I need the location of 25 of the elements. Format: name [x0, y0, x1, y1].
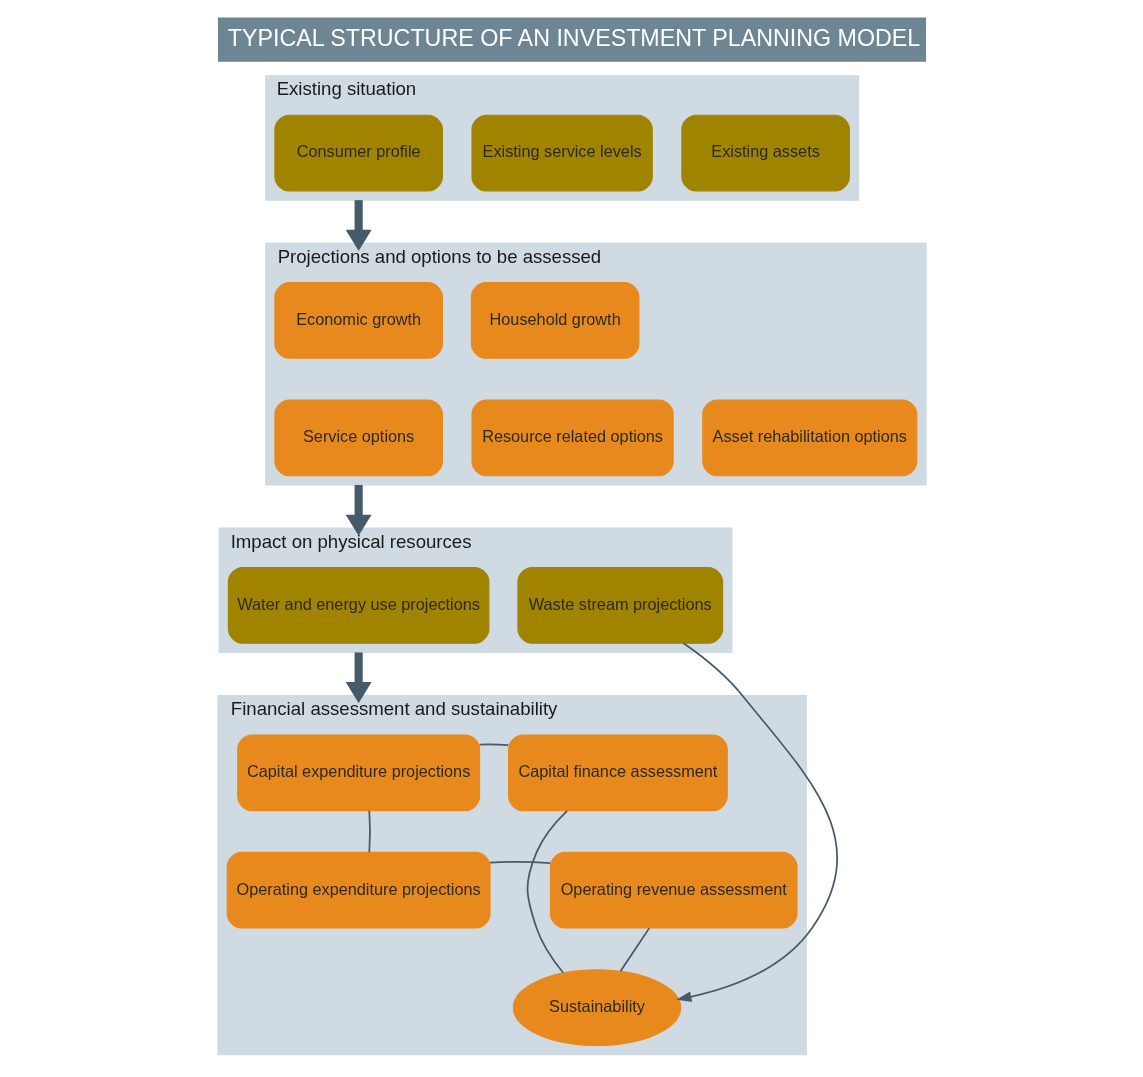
- connector: [367, 809, 371, 854]
- node-box: Consumer profile: [273, 114, 443, 192]
- node-box: Operating revenue assessment: [549, 851, 798, 929]
- node-box: Resource related options: [470, 399, 674, 477]
- connector: [526, 810, 568, 974]
- node-box: Waste stream projections: [516, 567, 723, 644]
- node-box: Water and energy use projections: [227, 567, 489, 644]
- node-box: Service options: [273, 399, 443, 477]
- node-box: Asset rehabilitation options: [701, 399, 917, 477]
- arrow: [345, 652, 372, 704]
- arrow: [675, 642, 838, 1002]
- connector: [478, 743, 509, 746]
- node-box: Household growth: [470, 282, 639, 359]
- connector: [488, 861, 551, 865]
- arrow: [345, 485, 372, 536]
- diagram-title: TYPICAL STRUCTURE OF AN INVESTMENT PLANNING MODEL: [227, 24, 920, 51]
- arrow: [345, 200, 372, 251]
- node-box: Existing service levels: [470, 114, 653, 192]
- node-box: Existing assets: [680, 114, 850, 192]
- node-box: Operating expenditure projections: [226, 851, 491, 929]
- node-box: Capital expenditure projections: [236, 734, 480, 812]
- connector: [619, 927, 650, 973]
- node-box: Capital finance assessment: [507, 734, 728, 812]
- node-ellipse: Sustainability: [512, 969, 681, 1046]
- node-box: Economic growth: [273, 282, 443, 359]
